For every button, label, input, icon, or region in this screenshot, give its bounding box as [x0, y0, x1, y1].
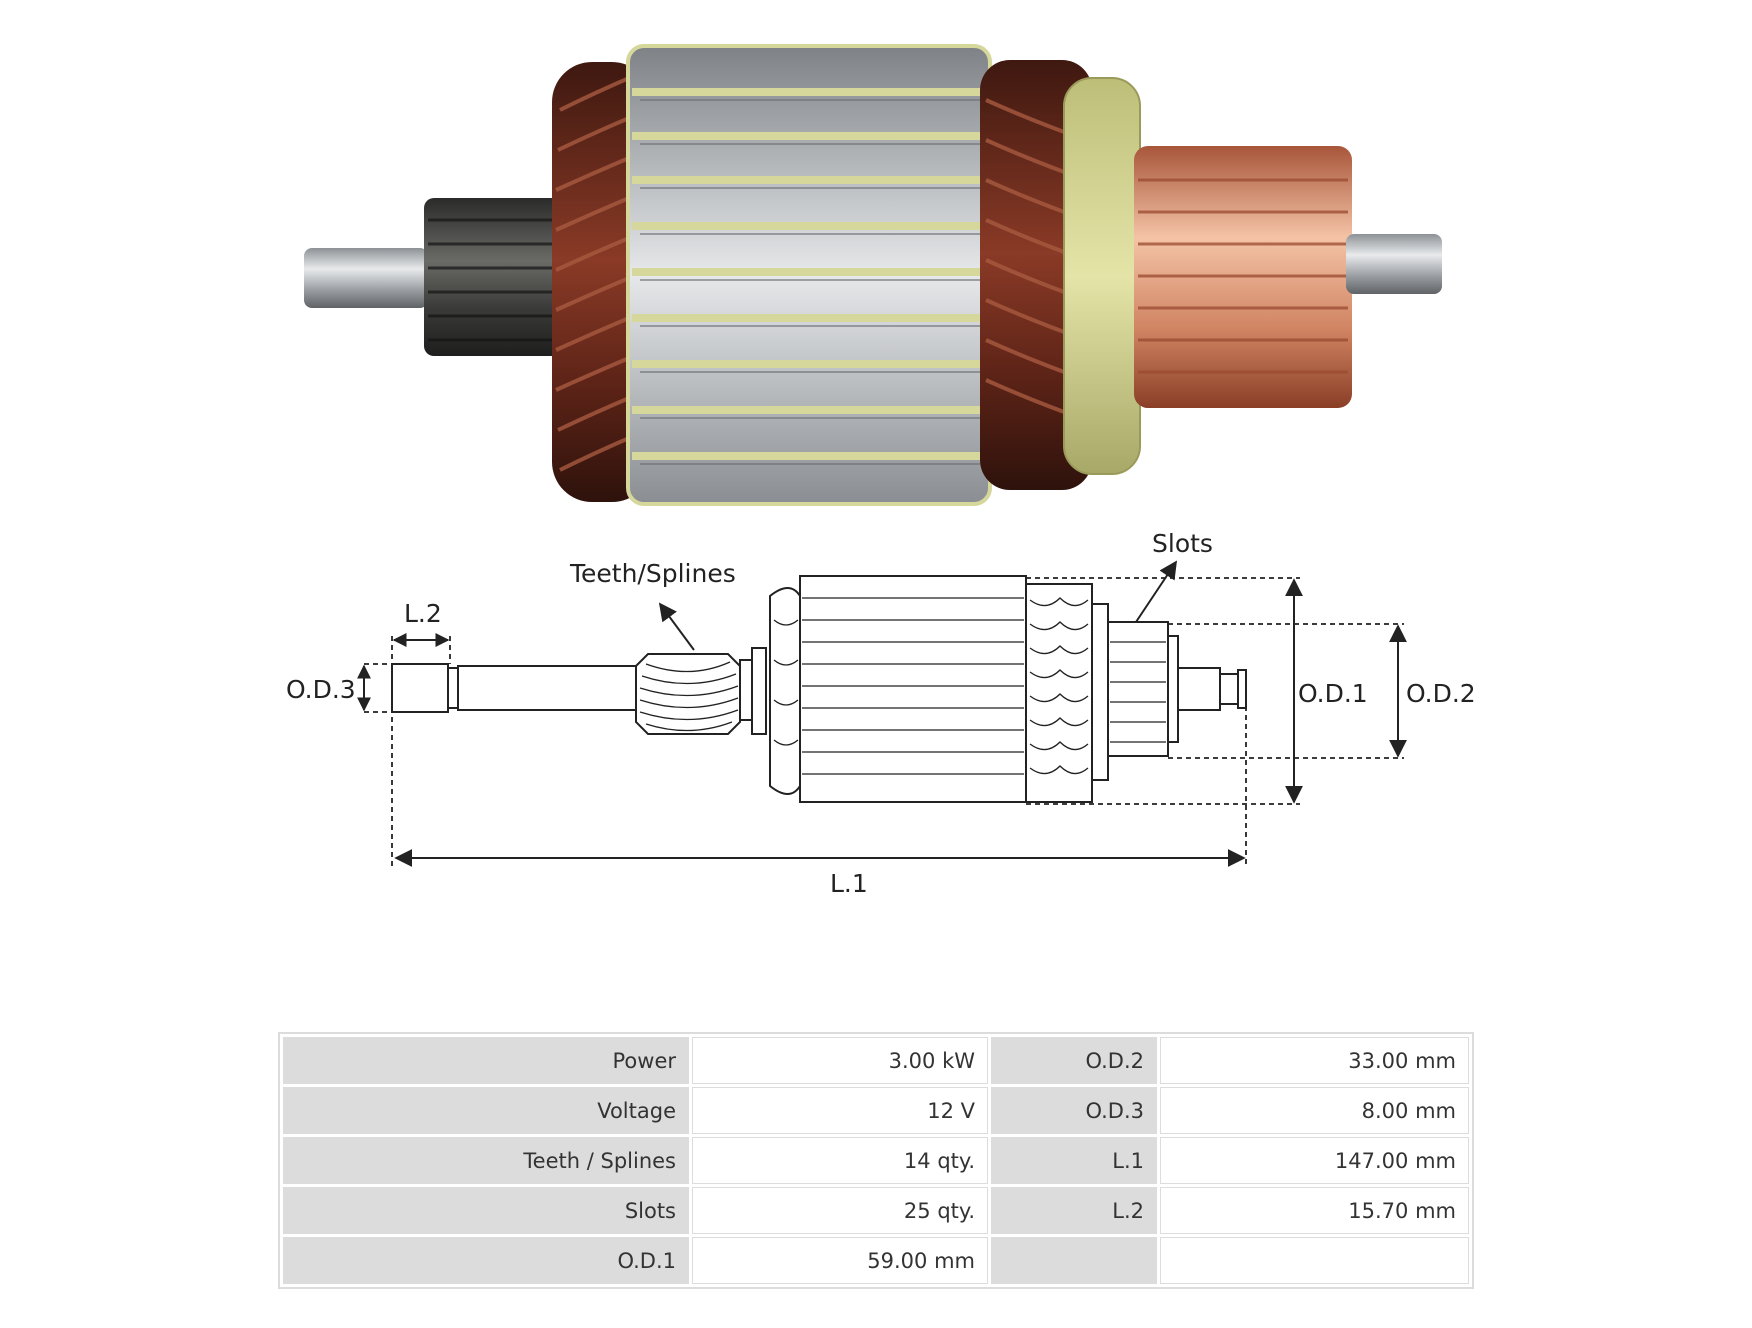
core-lamination-lines: [802, 597, 1024, 775]
teeth-leader: [658, 602, 695, 651]
shaft-end-outline: [391, 663, 449, 713]
slots-leader: [1135, 560, 1177, 623]
od3-label: O.D.3: [286, 675, 356, 704]
spec-value: 33.00 mm: [1160, 1037, 1469, 1084]
spec-key: O.D.3: [991, 1087, 1157, 1134]
spec-value: 25 qty.: [692, 1187, 988, 1234]
spec-table: Power 3.00 kW O.D.2 33.00 mm Voltage 12 …: [278, 1032, 1474, 1289]
right-winding-outline: [1025, 583, 1093, 803]
spec-key: [991, 1237, 1157, 1284]
spec-value: 15.70 mm: [1160, 1187, 1469, 1234]
od2-label: O.D.2: [1406, 679, 1476, 708]
l2-label: L.2: [404, 599, 442, 628]
spec-key: Power: [283, 1037, 689, 1084]
od1-label: O.D.1: [1298, 679, 1368, 708]
core-bar-shading: [640, 99, 980, 465]
teeth-splines-label: Teeth/Splines: [569, 559, 736, 588]
right-shaft: [1346, 234, 1442, 294]
dimension-lines: [357, 560, 1407, 867]
spec-value: 59.00 mm: [692, 1237, 988, 1284]
table-row: Voltage 12 V O.D.3 8.00 mm: [283, 1087, 1469, 1134]
spline-hatching: [639, 661, 739, 732]
table-row: O.D.1 59.00 mm: [283, 1237, 1469, 1284]
spec-value: 12 V: [692, 1087, 988, 1134]
spec-key: Voltage: [283, 1087, 689, 1134]
spec-key: Teeth / Splines: [283, 1137, 689, 1184]
l1-label: L.1: [830, 869, 868, 898]
spec-value: 14 qty.: [692, 1137, 988, 1184]
commutator-segments: [1138, 178, 1348, 374]
spec-key: Slots: [283, 1187, 689, 1234]
spec-value: [1160, 1237, 1469, 1284]
core-bars: [632, 88, 986, 460]
spec-key: O.D.1: [283, 1237, 689, 1284]
core-outline: [799, 575, 1027, 803]
slots-label: Slots: [1152, 529, 1213, 558]
extension-lines: [364, 577, 1404, 866]
table-row: Teeth / Splines 14 qty. L.1 147.00 mm: [283, 1137, 1469, 1184]
spec-key: L.2: [991, 1187, 1157, 1234]
spec-value: 3.00 kW: [692, 1037, 988, 1084]
pinion-teeth: [428, 218, 560, 342]
shaft-outline: [457, 665, 637, 711]
armature-photo: [304, 44, 1442, 506]
spec-value: 8.00 mm: [1160, 1087, 1469, 1134]
spec-value: 147.00 mm: [1160, 1137, 1469, 1184]
commutator-segment-lines: [1110, 641, 1166, 743]
spec-key: L.1: [991, 1137, 1157, 1184]
spline-outline: [635, 653, 741, 735]
winding-texture: [773, 597, 1089, 775]
drawing-outline: [391, 575, 1247, 803]
spec-key: O.D.2: [991, 1037, 1157, 1084]
table-row: Slots 25 qty. L.2 15.70 mm: [283, 1187, 1469, 1234]
table-row: Power 3.00 kW O.D.2 33.00 mm: [283, 1037, 1469, 1084]
left-shaft: [304, 248, 428, 308]
left-winding-outline: [769, 587, 801, 795]
